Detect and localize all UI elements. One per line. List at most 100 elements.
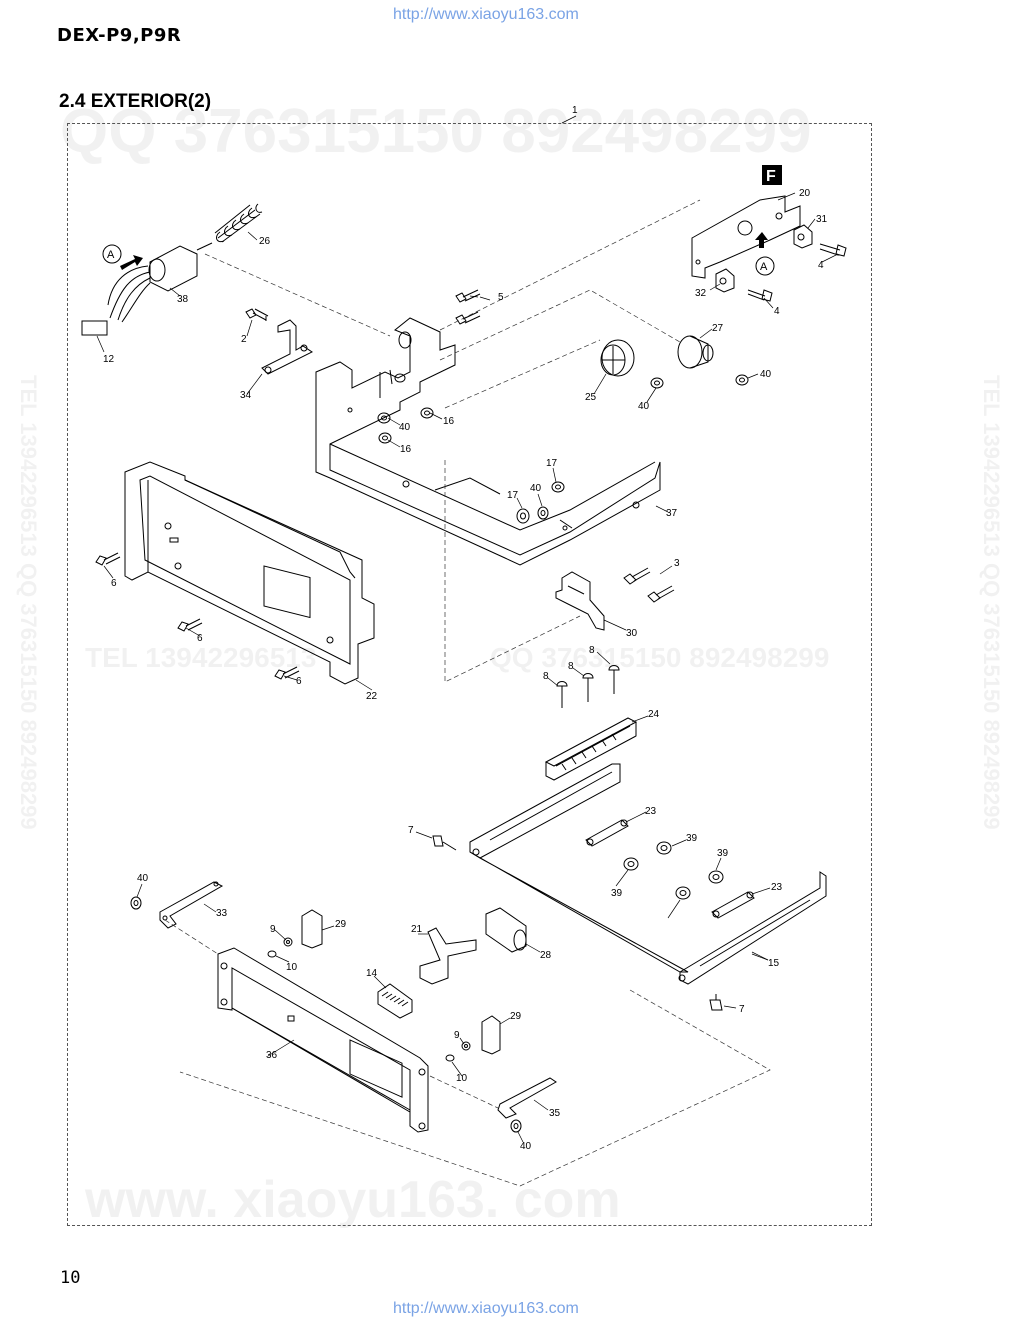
screws-9-10	[267, 937, 471, 1062]
screw-2	[245, 308, 269, 321]
guide-line-7	[164, 919, 219, 955]
guide-line-3	[439, 289, 681, 361]
callout-37: 37	[666, 508, 678, 519]
callout-26: 26	[259, 236, 271, 247]
callout-7-b: 7	[739, 1004, 745, 1015]
bracket-20	[691, 195, 801, 279]
rail-assembly-15	[469, 763, 827, 985]
washer-40-left	[130, 896, 142, 910]
callout-a-right-label: A	[760, 261, 768, 273]
washer-40-bottom	[510, 1119, 522, 1133]
connector-14	[377, 983, 413, 1019]
bracket-30	[555, 571, 605, 631]
callout-33: 33	[216, 908, 228, 919]
slider-24	[544, 717, 638, 781]
assembly-frame	[67, 123, 872, 1226]
watermark-vertical-right: TEL 13942296513 QQ 376315150 892498299	[979, 375, 1004, 830]
lever-35	[497, 1077, 557, 1119]
callout-30: 30	[626, 628, 638, 639]
bracket-29-upper	[301, 909, 323, 949]
callout-23-b: 23	[771, 882, 783, 893]
front-frame-22	[124, 461, 375, 685]
main-chassis	[315, 317, 661, 566]
callout-17-b: 17	[507, 490, 519, 501]
screws-5	[455, 289, 481, 325]
callout-40-a: 40	[399, 422, 411, 433]
watermark-qq-top: QQ 376315150 892498299	[60, 97, 812, 166]
watermark-vertical-left: TEL 13942296513 QQ 376315150 892498299	[16, 375, 41, 830]
sub-panel-36	[217, 947, 429, 1133]
washers-39	[623, 841, 724, 900]
page-number: 10	[60, 1268, 81, 1288]
url-top[interactable]: http://www.xiaoyu163.com	[393, 6, 579, 23]
callout-9-a: 9	[270, 924, 276, 935]
callout-1: 1	[572, 105, 578, 116]
callout-23-a: 23	[645, 806, 657, 817]
url-bottom[interactable]: http://www.xiaoyu163.com	[393, 1300, 579, 1317]
callout-9-b: 9	[454, 1030, 460, 1041]
washers	[377, 374, 749, 524]
holder-32	[715, 268, 735, 293]
bracket-29-lower	[481, 1015, 501, 1055]
guide-line-5	[444, 460, 581, 683]
callout-24: 24	[648, 709, 660, 720]
callout-39-a: 39	[686, 833, 698, 844]
callout-8-a: 8	[543, 671, 549, 682]
cap-28	[485, 907, 527, 953]
callout-38: 38	[177, 294, 189, 305]
callout-7-a: 7	[408, 825, 414, 836]
guide-line-4	[444, 339, 601, 409]
callout-36: 36	[266, 1050, 278, 1061]
screws-3	[623, 567, 675, 603]
guide-line-8	[429, 1075, 499, 1109]
callout-20: 20	[799, 188, 811, 199]
guide-line-2	[439, 199, 701, 331]
callout-39-c: 39	[717, 848, 729, 859]
spring-26	[214, 203, 263, 243]
guide-line-1	[204, 253, 391, 337]
callout-31: 31	[816, 214, 828, 225]
screws-6	[95, 552, 300, 680]
callout-10-a: 10	[286, 962, 298, 973]
callout-40-d: 40	[530, 483, 542, 494]
gear-25	[600, 339, 635, 377]
leader-lines	[96, 192, 839, 1143]
callout-40-f: 40	[520, 1141, 532, 1152]
callout-6-b: 6	[197, 633, 203, 644]
lever-33	[159, 881, 224, 929]
callout-25: 25	[585, 392, 597, 403]
callout-2: 2	[241, 334, 247, 345]
callout-8-c: 8	[589, 645, 595, 656]
f-badge: F	[762, 165, 782, 185]
leader-1	[561, 115, 577, 124]
callout-4-b: 4	[774, 306, 780, 317]
callout-28: 28	[540, 950, 552, 961]
callout-21: 21	[411, 924, 423, 935]
callout-5: 5	[498, 292, 504, 303]
flex-cable-21	[419, 927, 477, 985]
callout-a-left-label: A	[107, 249, 115, 261]
callout-10-b: 10	[456, 1073, 468, 1084]
callout-14: 14	[366, 968, 378, 979]
callout-8-b: 8	[568, 661, 574, 672]
model-title: DEX-P9,P9R	[57, 25, 182, 46]
callout-17-a: 17	[546, 458, 558, 469]
callout-12: 12	[103, 354, 115, 365]
callout-3: 3	[674, 558, 680, 569]
callout-40-b: 40	[638, 401, 650, 412]
callout-a-left: A	[102, 244, 143, 270]
callout-29-a: 29	[335, 919, 347, 930]
callout-15: 15	[768, 958, 780, 969]
callout-35: 35	[549, 1108, 561, 1119]
callout-6-a: 6	[111, 578, 117, 589]
callout-6-c: 6	[296, 676, 302, 687]
screws-7	[432, 835, 723, 1011]
callout-4-a: 4	[818, 260, 824, 271]
holder-31	[793, 224, 813, 249]
callout-27: 27	[712, 323, 724, 334]
watermark-qq-mid: QQ 376315150 892498299	[490, 642, 830, 673]
callout-22: 22	[366, 691, 378, 702]
screws-8	[556, 665, 620, 708]
callout-16-b: 16	[400, 444, 412, 455]
